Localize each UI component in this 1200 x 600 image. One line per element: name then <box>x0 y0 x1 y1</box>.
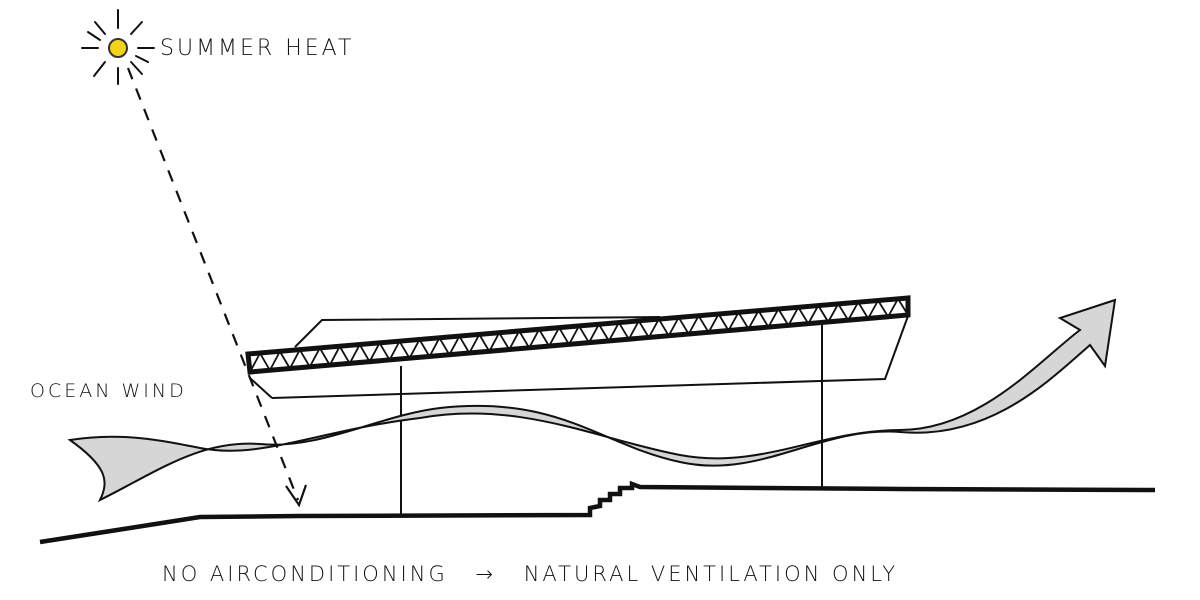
caption-arrow: → <box>475 562 497 586</box>
heat-ray-arrow <box>126 67 308 508</box>
caption-left: NO AIRCONDITIONING <box>162 562 448 586</box>
summer-heat-label: SUMMER HEAT <box>160 36 355 61</box>
ocean-wind-arrow <box>67 298 1117 503</box>
columns <box>400 322 823 516</box>
roof <box>245 295 911 399</box>
ocean-wind-label: OCEAN WIND <box>30 380 187 402</box>
sun-icon <box>81 9 155 85</box>
ground-line <box>39 480 1156 545</box>
caption-right: NATURAL VENTILATION ONLY <box>523 562 899 586</box>
caption: NO AIRCONDITIONING → NATURAL VENTILATION… <box>162 562 898 586</box>
